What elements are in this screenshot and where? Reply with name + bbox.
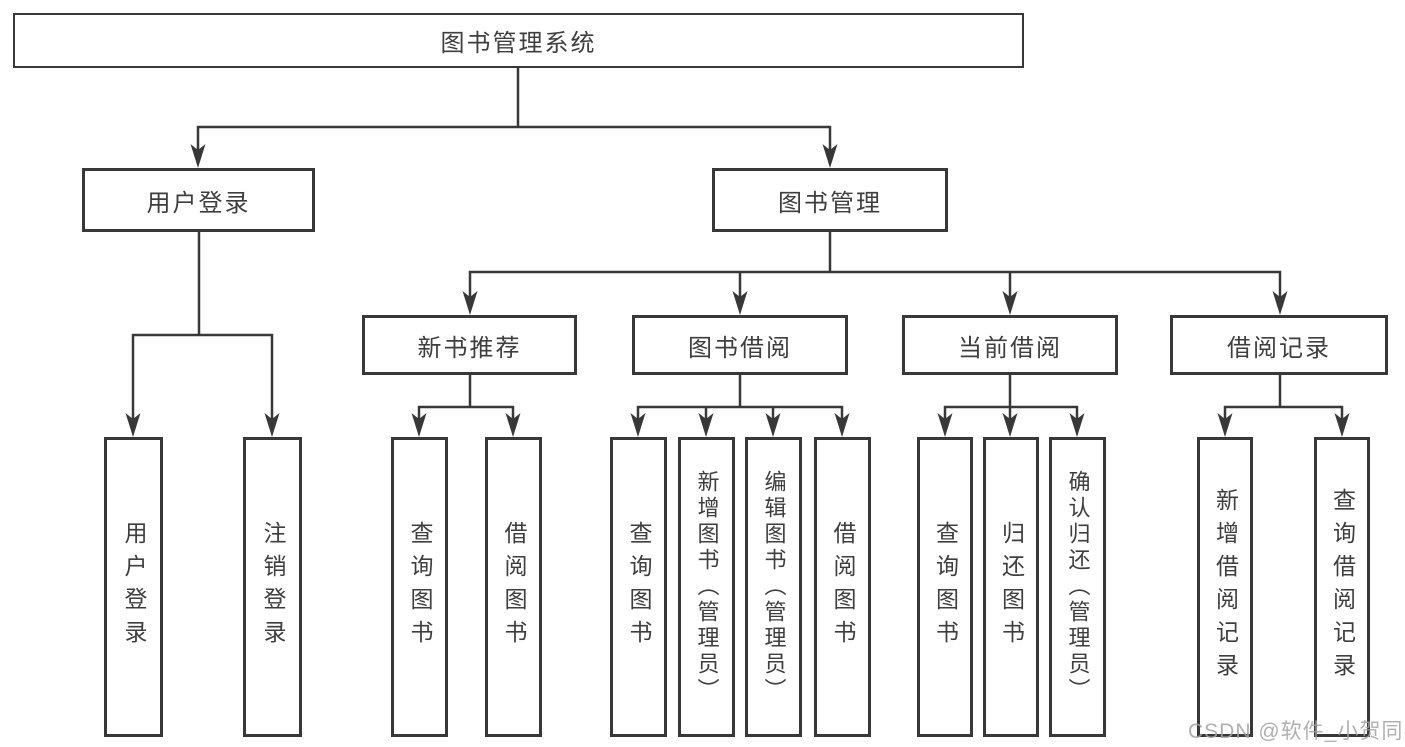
node-label: 图书借阅 bbox=[688, 334, 792, 362]
leaf-confirm-return-admin: 确认归还（管理员） bbox=[1049, 437, 1106, 737]
node-root-library-system: 图书管理系统 bbox=[13, 13, 1024, 68]
leaf-add-borrow-record: 新增借阅记录 bbox=[1197, 437, 1253, 737]
leaf-query-books-current: 查询图书 bbox=[917, 437, 973, 737]
leaf-borrow-books: 借阅图书 bbox=[814, 437, 871, 737]
node-label: 新书推荐 bbox=[417, 334, 522, 362]
node-current-borrow: 当前借阅 bbox=[902, 315, 1118, 375]
node-borrow-records: 借阅记录 bbox=[1170, 315, 1388, 375]
node-label: 新增图书（管理员） bbox=[694, 470, 720, 704]
node-book-borrow: 图书借阅 bbox=[632, 315, 848, 375]
node-label: 借阅图书 bbox=[501, 521, 527, 653]
leaf-query-books-recommend: 查询图书 bbox=[391, 437, 448, 737]
node-label: 用户登录 bbox=[146, 189, 251, 217]
node-label: 当前借阅 bbox=[958, 334, 1062, 362]
node-label: 新增借阅记录 bbox=[1212, 488, 1239, 686]
node-new-book-recommend: 新书推荐 bbox=[362, 315, 577, 375]
node-label: 归还图书 bbox=[998, 521, 1025, 653]
node-label: 注销登录 bbox=[260, 521, 286, 653]
arrowheads bbox=[125, 144, 1350, 437]
leaf-user-login: 用户登录 bbox=[104, 437, 163, 737]
node-label: 查询图书 bbox=[407, 521, 433, 653]
leaf-edit-books-admin: 编辑图书（管理员） bbox=[745, 437, 802, 737]
leaf-logout: 注销登录 bbox=[243, 437, 302, 737]
node-label: 用户登录 bbox=[121, 521, 147, 653]
node-book-management: 图书管理 bbox=[712, 168, 948, 232]
node-label: 查询图书 bbox=[932, 521, 959, 653]
csdn-watermark: CSDN @软件_小贺同学 bbox=[1188, 720, 1405, 743]
leaf-add-books-admin: 新增图书（管理员） bbox=[678, 437, 735, 737]
leaf-query-borrow-record: 查询借阅记录 bbox=[1314, 437, 1370, 737]
node-label: 查询借阅记录 bbox=[1329, 488, 1356, 686]
leaf-return-books: 归还图书 bbox=[983, 437, 1039, 737]
leaf-query-books-borrow: 查询图书 bbox=[610, 437, 667, 737]
node-label: 查询图书 bbox=[626, 521, 652, 653]
node-label: 编辑图书（管理员） bbox=[761, 470, 787, 704]
node-label: 确认归还（管理员） bbox=[1065, 470, 1091, 704]
node-label: 图书管理 bbox=[778, 189, 882, 217]
leaf-borrow-books-recommend: 借阅图书 bbox=[485, 437, 542, 737]
node-user-login: 用户登录 bbox=[82, 168, 315, 232]
node-label: 借阅记录 bbox=[1227, 334, 1331, 362]
node-label: 图书管理系统 bbox=[440, 30, 597, 57]
node-label: 借阅图书 bbox=[830, 521, 856, 653]
